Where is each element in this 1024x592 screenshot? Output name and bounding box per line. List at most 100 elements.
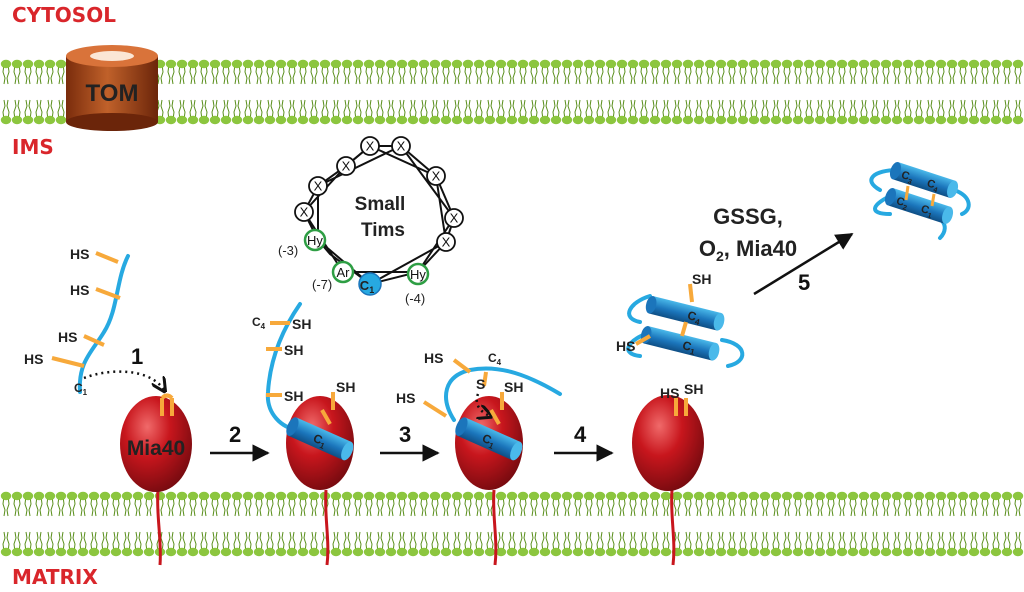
lipid-tail (963, 495, 967, 517)
lipid-tail (578, 99, 582, 121)
lipid-tail (959, 495, 963, 517)
lipid-tail (684, 495, 688, 517)
lipid-head (0, 59, 12, 69)
lipid-head (748, 547, 760, 557)
lipid-head (968, 547, 980, 557)
lipid-head (550, 115, 562, 125)
lipid-tail (431, 99, 435, 121)
lipid-head (693, 115, 705, 125)
thiolate-label: S (476, 376, 485, 392)
lipid-tail (35, 63, 39, 85)
lipid-head (440, 59, 452, 69)
lipid-tail (765, 495, 769, 517)
lipid-tail (226, 63, 230, 85)
lipid-tail (376, 99, 380, 121)
lipid-tail (233, 531, 237, 553)
lipid-tail (479, 495, 483, 517)
lipid-tail (314, 99, 318, 121)
lipid-tail (222, 495, 226, 517)
lipid-tail (618, 99, 622, 121)
lipid-tail (266, 495, 270, 517)
lipid-tail (39, 99, 43, 121)
lipid-tail (974, 495, 978, 517)
lipid-tail (688, 495, 692, 517)
lipid-tail (996, 495, 1000, 517)
lipid-tail (409, 99, 413, 121)
lipid-head (187, 59, 199, 69)
lipid-tail (501, 99, 505, 121)
cys-c3-label: C3 (899, 169, 915, 186)
helix-residue-hy-right-label: Hy (410, 267, 426, 282)
lipid-tail (189, 99, 193, 121)
lipid-tail (655, 495, 659, 517)
cylinder-cap (947, 180, 959, 198)
lipid-tail (226, 99, 230, 121)
lipid-tail (908, 99, 912, 121)
lipid-head (737, 491, 749, 501)
lipid-tail (776, 495, 780, 517)
lipid-head (44, 547, 56, 557)
lipid-tail (259, 495, 263, 517)
lipid-head (473, 547, 485, 557)
lipid-tail (765, 63, 769, 85)
lipid-tail (303, 495, 307, 517)
lipid-head (396, 59, 408, 69)
lipid-tail (728, 99, 732, 121)
lipid-head (990, 547, 1002, 557)
lipid-tail (189, 63, 193, 85)
lipid-head (253, 491, 265, 501)
lipid-tail (90, 531, 94, 553)
helix-path-inner (302, 144, 456, 286)
lipid-tail (358, 495, 362, 517)
lipid-head (77, 547, 89, 557)
lipid-tail (402, 63, 406, 85)
lipid-head (737, 547, 749, 557)
lipid-tail (376, 495, 380, 517)
thiol-label: SH (504, 379, 523, 395)
lipid-tail (849, 99, 853, 121)
lipid-tail (380, 531, 384, 553)
lipid-head (264, 491, 276, 501)
lipid-tail (644, 99, 648, 121)
lipid-head (660, 491, 672, 501)
lipid-head (825, 59, 837, 69)
lipid-tail (816, 99, 820, 121)
lipid-tail (820, 63, 824, 85)
lipid-tail (222, 99, 226, 121)
lipid-tail (673, 99, 677, 121)
lipid-head (99, 547, 111, 557)
lipid-tail (57, 531, 61, 553)
lipid-head (880, 59, 892, 69)
thiol-label: SH (692, 271, 711, 287)
mia40-stage-1: Mia40 (120, 393, 192, 566)
lipid-head (11, 115, 23, 125)
lipid-tail (215, 531, 219, 553)
lipid-head (396, 547, 408, 557)
lipid-head (528, 547, 540, 557)
lipid-tail (39, 63, 43, 85)
lipid-tail (116, 495, 120, 517)
lipid-tail (831, 63, 835, 85)
lipid-head (198, 547, 210, 557)
cylinder-cap (510, 441, 523, 461)
helix-cylinder: C1 (455, 417, 523, 461)
lipid-tail (589, 495, 593, 517)
lipid-tail (787, 531, 791, 553)
lipid-tail (629, 63, 633, 85)
lipid-tail (717, 63, 721, 85)
lipid-head (913, 59, 925, 69)
thiol-label: HS (58, 329, 77, 345)
lipid-tail (915, 63, 919, 85)
lipid-head (308, 59, 320, 69)
lipid-tail (963, 99, 967, 121)
lipid-tail (387, 531, 391, 553)
lipid-tail (695, 99, 699, 121)
lipid-head (550, 547, 562, 557)
lipid-tail (468, 531, 472, 553)
lipid-tail (402, 99, 406, 121)
lipid-tail (105, 531, 109, 553)
lipid-tail (72, 531, 76, 553)
lipid-head (583, 547, 595, 557)
lipid-head (957, 491, 969, 501)
